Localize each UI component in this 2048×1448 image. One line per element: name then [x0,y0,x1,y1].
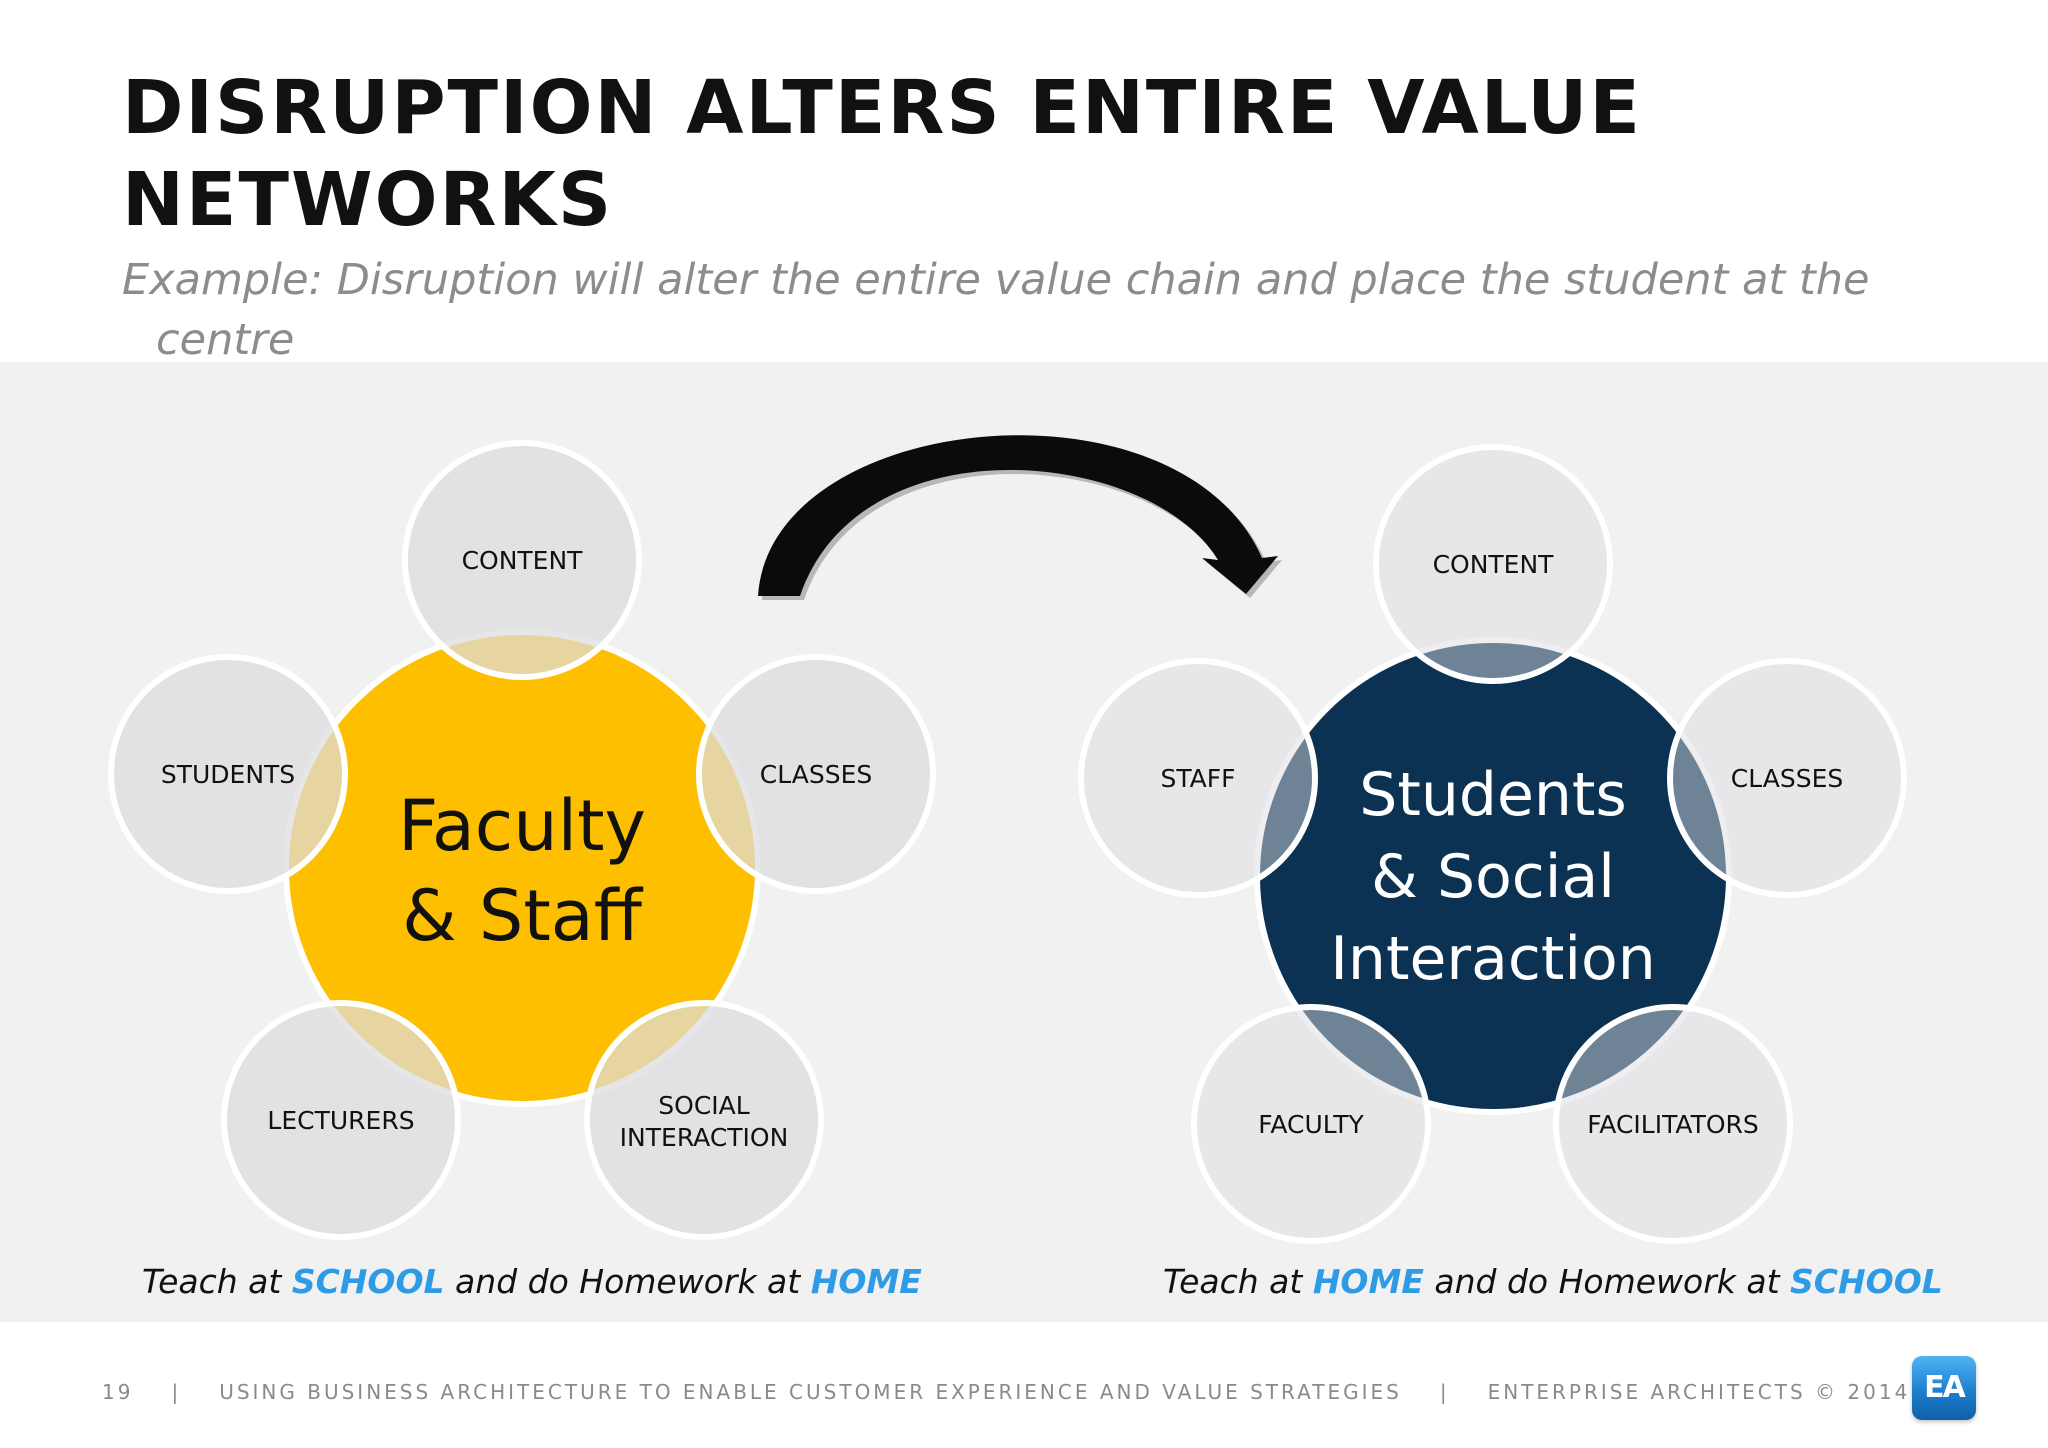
left-caption: Teach at SCHOOL and do Homework at HOME [142,1262,922,1301]
right-caption-part2: and do Homework at [1423,1262,1791,1301]
left-caption-part1: Teach at [142,1262,292,1301]
left-label-classes: CLASSES [760,760,872,789]
footer-separator: | [1439,1380,1450,1404]
right-label-faculty: FACULTY [1258,1110,1364,1139]
page-number: 19 [102,1380,134,1404]
left-caption-highlight-school: SCHOOL [291,1262,445,1301]
left-node-classes [696,654,936,894]
right-caption-highlight-school: SCHOOL [1790,1262,1943,1301]
right-node-staff [1078,658,1318,898]
left-center-line-2: & Staff [402,875,644,957]
right-center-line-1: Students [1359,760,1626,830]
left-node-social-interaction [584,1000,824,1240]
right-node-classes [1667,658,1907,898]
slide-footer: 19 | USING BUSINESS ARCHITECTURE TO ENABLE… [0,1322,2048,1448]
left-node-content [402,440,642,680]
left-node-students [108,654,348,894]
left-label-content: CONTENT [462,546,584,575]
right-label-classes: CLASSES [1731,764,1843,793]
left-label-interaction: INTERACTION [620,1123,789,1152]
right-label-content: CONTENT [1433,550,1555,579]
diagram-canvas: CONTENT STUDENTS CLASSES LECTURERS SOCIA… [108,435,1907,1244]
right-node-content [1373,444,1613,684]
left-network: CONTENT STUDENTS CLASSES LECTURERS SOCIA… [108,440,936,1240]
right-label-staff: STAFF [1160,764,1235,793]
right-node-faculty [1191,1004,1431,1244]
right-center-line-2: & Social [1371,842,1615,912]
footer-text: 19 | USING BUSINESS ARCHITECTURE TO ENABLE… [102,1380,1910,1404]
presentation-title: USING BUSINESS ARCHITECTURE TO ENABLE CU… [219,1380,1402,1404]
left-caption-highlight-home: HOME [810,1262,922,1301]
right-caption: Teach at HOME and do Homework at SCHOOL [1163,1262,1943,1301]
right-node-facilitators [1553,1004,1793,1244]
right-caption-highlight-home: HOME [1312,1262,1424,1301]
right-label-facilitators: FACILITATORS [1587,1110,1759,1139]
right-center-line-3: Interaction [1330,924,1656,994]
ea-logo: EA [1912,1356,1976,1420]
arrow-shape [758,435,1278,596]
footer-separator: | [171,1380,182,1404]
right-network: CONTENT STAFF CLASSES FACULTY FACILITATO… [1078,444,1907,1244]
left-label-students: STUDENTS [161,760,295,789]
transition-arrow [758,435,1282,600]
diagram-panel: CONTENT STUDENTS CLASSES LECTURERS SOCIA… [0,362,2048,1322]
left-label-social: SOCIAL [658,1091,749,1120]
left-node-lecturers [221,1000,461,1240]
left-caption-part2: and do Homework at [444,1262,811,1301]
left-center-line-1: Faculty [398,785,646,867]
slide-title: DISRUPTION ALTERS ENTIRE VALUE NETWORKS [122,65,1642,243]
right-caption-part1: Teach at [1163,1262,1313,1301]
company-copyright: ENTERPRISE ARCHITECTS © 2014 [1487,1380,1911,1404]
left-label-lecturers: LECTURERS [267,1106,414,1135]
slide-subtitle: Example: Disruption will alter the entir… [122,255,1870,365]
